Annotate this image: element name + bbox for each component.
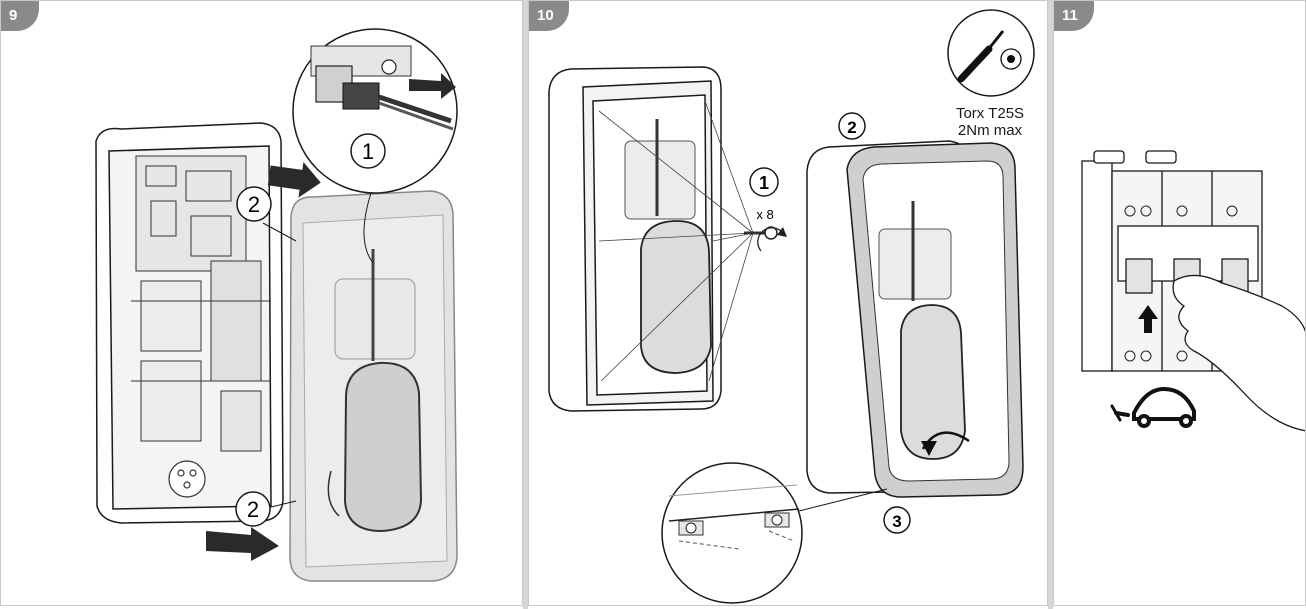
callout-1: 1 bbox=[362, 139, 374, 164]
charger-assembled-unit bbox=[548, 66, 722, 412]
charger-with-gasket bbox=[806, 140, 1024, 498]
push-arrow-icon bbox=[267, 162, 321, 198]
screw-detail-magnifier bbox=[661, 462, 888, 604]
circuit-board bbox=[131, 155, 271, 452]
callout-2-cover: 2 bbox=[847, 118, 856, 137]
callout-2-top: 2 bbox=[248, 192, 260, 217]
screw-count: x 8 bbox=[756, 207, 773, 222]
tool-name: Torx T25S bbox=[955, 105, 1025, 122]
screw-guide-lines bbox=[598, 100, 754, 382]
terminal-screws bbox=[1124, 205, 1238, 362]
rotate-arrow-icon bbox=[757, 227, 784, 252]
step-9-panel: 9 bbox=[0, 0, 523, 606]
charger-front-cover bbox=[289, 190, 458, 582]
torx-screwdriver-icon bbox=[957, 45, 993, 83]
step-number-10: 10 bbox=[529, 1, 569, 31]
connector-detail-magnifier bbox=[292, 28, 458, 264]
tool-badge bbox=[947, 9, 1035, 97]
hand-illustration bbox=[1172, 274, 1305, 432]
ev-car-plug-icon bbox=[1110, 386, 1196, 428]
step-9-illustration: 1 2 2 bbox=[95, 28, 458, 582]
step-10-panel: 10 1 x 8 bbox=[528, 0, 1048, 606]
callout-2-bottom: 2 bbox=[247, 497, 259, 522]
push-arrow-icon bbox=[1138, 305, 1158, 333]
step-10-illustration: 1 x 8 2 bbox=[548, 9, 1035, 604]
tool-label: Torx T25S 2Nm max bbox=[940, 105, 1040, 139]
callout-circles bbox=[235, 133, 386, 527]
push-arrow-icon bbox=[409, 73, 456, 99]
step-11-illustration bbox=[1081, 150, 1305, 432]
screw-icon bbox=[744, 226, 787, 252]
charger-socket bbox=[168, 460, 206, 498]
callout-1-screws: 1 bbox=[759, 173, 769, 193]
push-arrow-icon bbox=[206, 527, 279, 561]
callout-3-detail: 3 bbox=[892, 512, 901, 531]
tool-torque: 2Nm max bbox=[957, 122, 1023, 139]
step-number-9: 9 bbox=[1, 1, 39, 31]
step-11-panel: 11 bbox=[1053, 0, 1306, 606]
